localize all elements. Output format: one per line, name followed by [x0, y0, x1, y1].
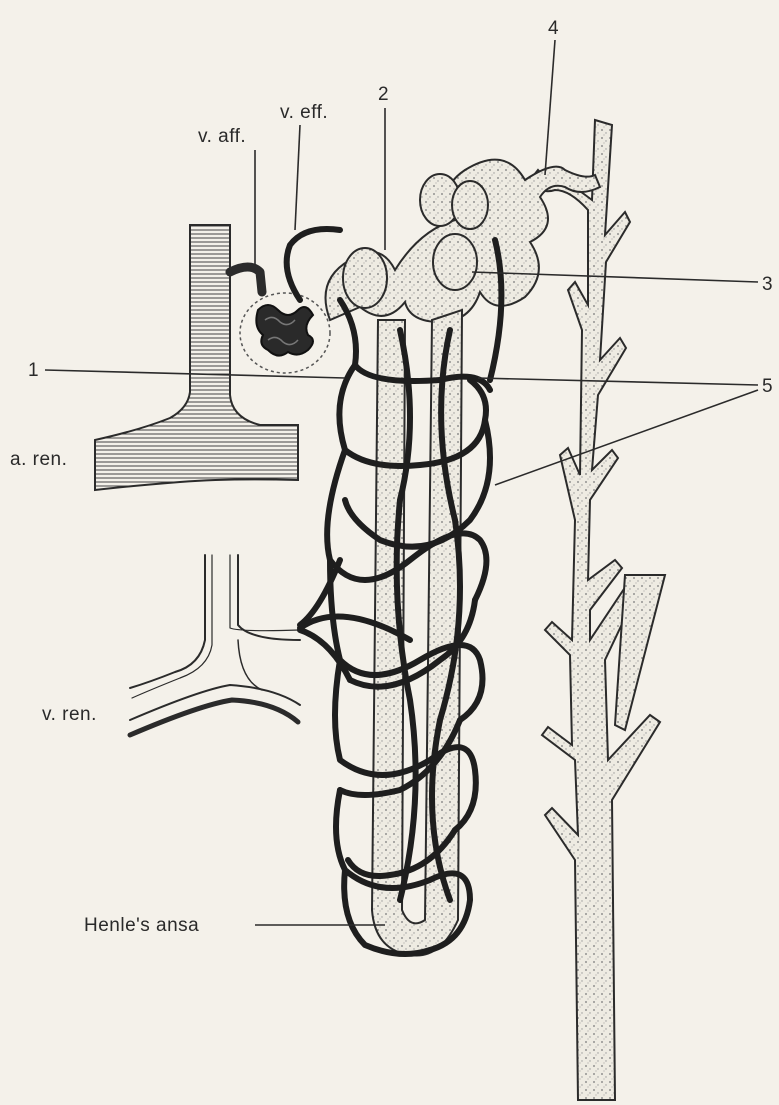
- label-v-ren: v. ren.: [42, 704, 97, 725]
- label-v-eff: v. eff.: [280, 102, 328, 123]
- glomerulus: [240, 293, 330, 373]
- renal-vein: [130, 555, 300, 735]
- label-2: 2: [378, 84, 389, 105]
- convoluted-tubule: [326, 160, 601, 322]
- label-v-aff: v. aff.: [198, 126, 246, 147]
- label-a-ren: a. ren.: [10, 449, 67, 470]
- label-3: 3: [762, 274, 773, 295]
- label-5: 5: [762, 376, 773, 397]
- label-4: 4: [548, 18, 559, 39]
- henle-loop: [372, 310, 462, 956]
- collecting-duct: [530, 120, 665, 1100]
- label-henle-ansa: Henle's ansa: [84, 915, 199, 936]
- label-1: 1: [28, 360, 39, 381]
